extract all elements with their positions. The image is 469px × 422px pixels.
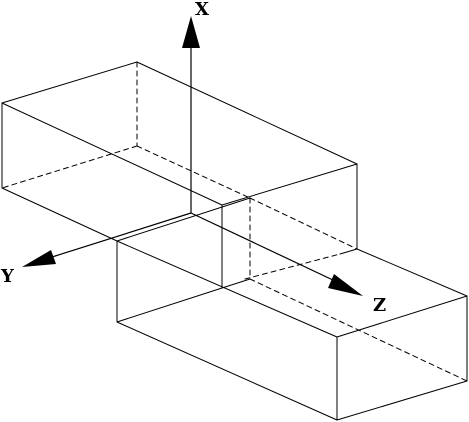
y-axis-label: Y xyxy=(0,266,15,287)
z-axis-arrowhead xyxy=(328,274,363,296)
lower-box-edge xyxy=(116,287,223,323)
lower-box-hidden-edge xyxy=(249,278,468,382)
upper-box-edge xyxy=(1,102,223,206)
lower-box-edge xyxy=(116,240,338,338)
upper-box-edge xyxy=(136,61,358,165)
lower-box-hidden-edge xyxy=(249,197,358,250)
lower-box-edge xyxy=(116,197,251,242)
upper-box-edge xyxy=(1,187,118,242)
z-axis-label: Z xyxy=(373,295,386,316)
axes: X Y Z xyxy=(0,0,386,316)
x-axis-label: X xyxy=(195,0,209,20)
x-axis-arrowhead xyxy=(182,16,200,48)
upper-box xyxy=(1,61,358,289)
upper-box-edge xyxy=(221,163,358,206)
lower-box-edge xyxy=(116,321,338,421)
z-axis-line xyxy=(190,212,336,282)
upper-box-edge xyxy=(221,278,251,289)
y-axis-line xyxy=(51,212,192,258)
upper-box-hidden-edge xyxy=(244,253,341,280)
upper-box-hidden-edge xyxy=(136,145,251,199)
upper-box-edge xyxy=(339,248,358,255)
y-axis-arrowhead xyxy=(22,250,56,267)
lower-box-edge xyxy=(356,248,468,297)
upper-box-hidden-edge xyxy=(1,145,138,189)
upper-box-edge xyxy=(1,61,138,104)
lower-box-edge xyxy=(336,380,468,421)
lower-box-edge xyxy=(336,295,468,338)
lower-box xyxy=(116,197,468,421)
